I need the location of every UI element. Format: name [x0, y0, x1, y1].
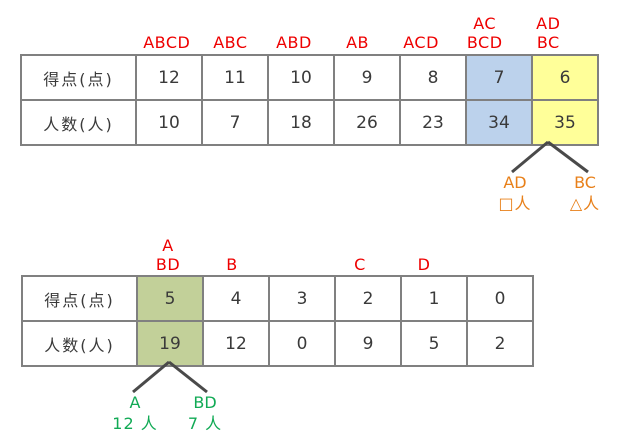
- bottom-cell-r0-c3: 2: [334, 275, 402, 322]
- top-cell-r1-c5: 34: [465, 99, 533, 146]
- bottom-annotation-label: A: [129, 393, 141, 412]
- top-header-cell-2: ABD: [262, 33, 326, 52]
- bottom-annotation-quantity: 12 人: [112, 414, 158, 433]
- bottom-header-cell-0: A BD: [136, 236, 200, 274]
- top-header-line: AB: [346, 33, 369, 52]
- bottom-cell-r1-c0: 19: [136, 320, 204, 367]
- top-row-0-label: 得点(点): [20, 54, 137, 101]
- bottom-cell-r1-c2: 0: [268, 320, 336, 367]
- top-header-line-2: BC: [536, 33, 560, 52]
- top-header-line-1: AD: [536, 14, 561, 33]
- top-header-line-2: BCD: [466, 33, 503, 52]
- top-header-line: ABC: [213, 33, 248, 52]
- top-header-cell-5: AC BCD: [453, 14, 517, 52]
- top-cell-r0-c6: 6: [531, 54, 599, 101]
- top-annotation-label: BC: [574, 173, 596, 192]
- top-annotation-quantity: △人: [569, 194, 601, 213]
- bottom-annotation-label: BD: [193, 393, 217, 412]
- bottom-header-line-2: BD: [155, 255, 181, 274]
- bottom-cell-r1-c1: 12: [202, 320, 270, 367]
- top-header-cell-6: AD BC: [516, 14, 580, 52]
- bottom-header-line-1: A: [162, 236, 174, 255]
- top-data-table: 得点(点) 12 11 10 9 8 7 6 人数(人) 10 7 18 26 …: [20, 54, 599, 146]
- top-cell-r1-c3: 26: [333, 99, 401, 146]
- bottom-header-cell-1: B: [200, 255, 264, 274]
- bottom-header-line: C: [354, 255, 366, 274]
- branch-line-right: [547, 140, 589, 174]
- top-cell-r1-c4: 23: [399, 99, 467, 146]
- top-cell-r0-c2: 10: [267, 54, 335, 101]
- bottom-header-line: B: [226, 255, 238, 274]
- bottom-cell-r0-c5: 0: [466, 275, 534, 322]
- bottom-data-table: 得点(点) 5 4 3 2 1 0 人数(人) 19 12 0 9 5 2: [21, 275, 534, 367]
- bottom-annotation-branch-0: A 12 人: [100, 392, 170, 434]
- bottom-cell-r1-c3: 9: [334, 320, 402, 367]
- top-row-1-label: 人数(人): [20, 99, 137, 146]
- top-cell-r0-c0: 12: [135, 54, 203, 101]
- table-row: 人数(人) 10 7 18 26 23 34 35: [20, 99, 599, 146]
- bottom-table-header-row: A BD B C D: [136, 226, 520, 274]
- top-annotation-quantity: □人: [498, 194, 532, 213]
- top-cell-r1-c2: 18: [267, 99, 335, 146]
- top-header-line-1: AC: [473, 14, 497, 33]
- bottom-annotation-quantity: 7 人: [187, 414, 223, 433]
- bottom-annotation-branch-1: BD 7 人: [170, 392, 240, 434]
- top-header-cell-3: AB: [326, 33, 390, 52]
- top-annotation-row: AD □人 BC △人: [480, 172, 620, 214]
- branch-line-left: [511, 140, 549, 174]
- bottom-cell-r1-c5: 2: [466, 320, 534, 367]
- top-annotation-label: AD: [503, 173, 527, 192]
- bottom-cell-r0-c4: 1: [400, 275, 468, 322]
- top-header-line: ABCD: [143, 33, 191, 52]
- table-row: 得点(点) 12 11 10 9 8 7 6: [20, 54, 599, 101]
- top-cell-r0-c1: 11: [201, 54, 269, 101]
- top-cell-r0-c5: 7: [465, 54, 533, 101]
- bottom-header-cell-3: C: [328, 255, 392, 274]
- bottom-cell-r0-c1: 4: [202, 275, 270, 322]
- bottom-cell-r0-c2: 3: [268, 275, 336, 322]
- top-annotation-branch-1: BC △人: [550, 172, 620, 214]
- bottom-annotation-row: A 12 人 BD 7 人: [100, 392, 240, 434]
- top-cell-r0-c3: 9: [333, 54, 401, 101]
- bottom-header-line: D: [417, 255, 431, 274]
- top-table-header-row: ABCD ABC ABD AB ACD AC BCD AD BC: [135, 4, 580, 52]
- top-cell-r1-c6: 35: [531, 99, 599, 146]
- table-row: 人数(人) 19 12 0 9 5 2: [21, 320, 534, 367]
- bottom-cell-r1-c4: 5: [400, 320, 468, 367]
- top-header-cell-4: ACD: [389, 33, 453, 52]
- top-cell-r1-c1: 7: [201, 99, 269, 146]
- bottom-header-cell-4: D: [392, 255, 456, 274]
- top-cell-r0-c4: 8: [399, 54, 467, 101]
- bottom-row-1-label: 人数(人): [21, 320, 138, 367]
- bottom-cell-r0-c0: 5: [136, 275, 204, 322]
- bottom-row-0-label: 得点(点): [21, 275, 138, 322]
- top-header-cell-0: ABCD: [135, 33, 199, 52]
- table-row: 得点(点) 5 4 3 2 1 0: [21, 275, 534, 322]
- top-cell-r1-c0: 10: [135, 99, 203, 146]
- top-annotation-branch-0: AD □人: [480, 172, 550, 214]
- top-header-cell-1: ABC: [199, 33, 263, 52]
- top-header-line: ABD: [276, 33, 312, 52]
- top-header-line: ACD: [403, 33, 439, 52]
